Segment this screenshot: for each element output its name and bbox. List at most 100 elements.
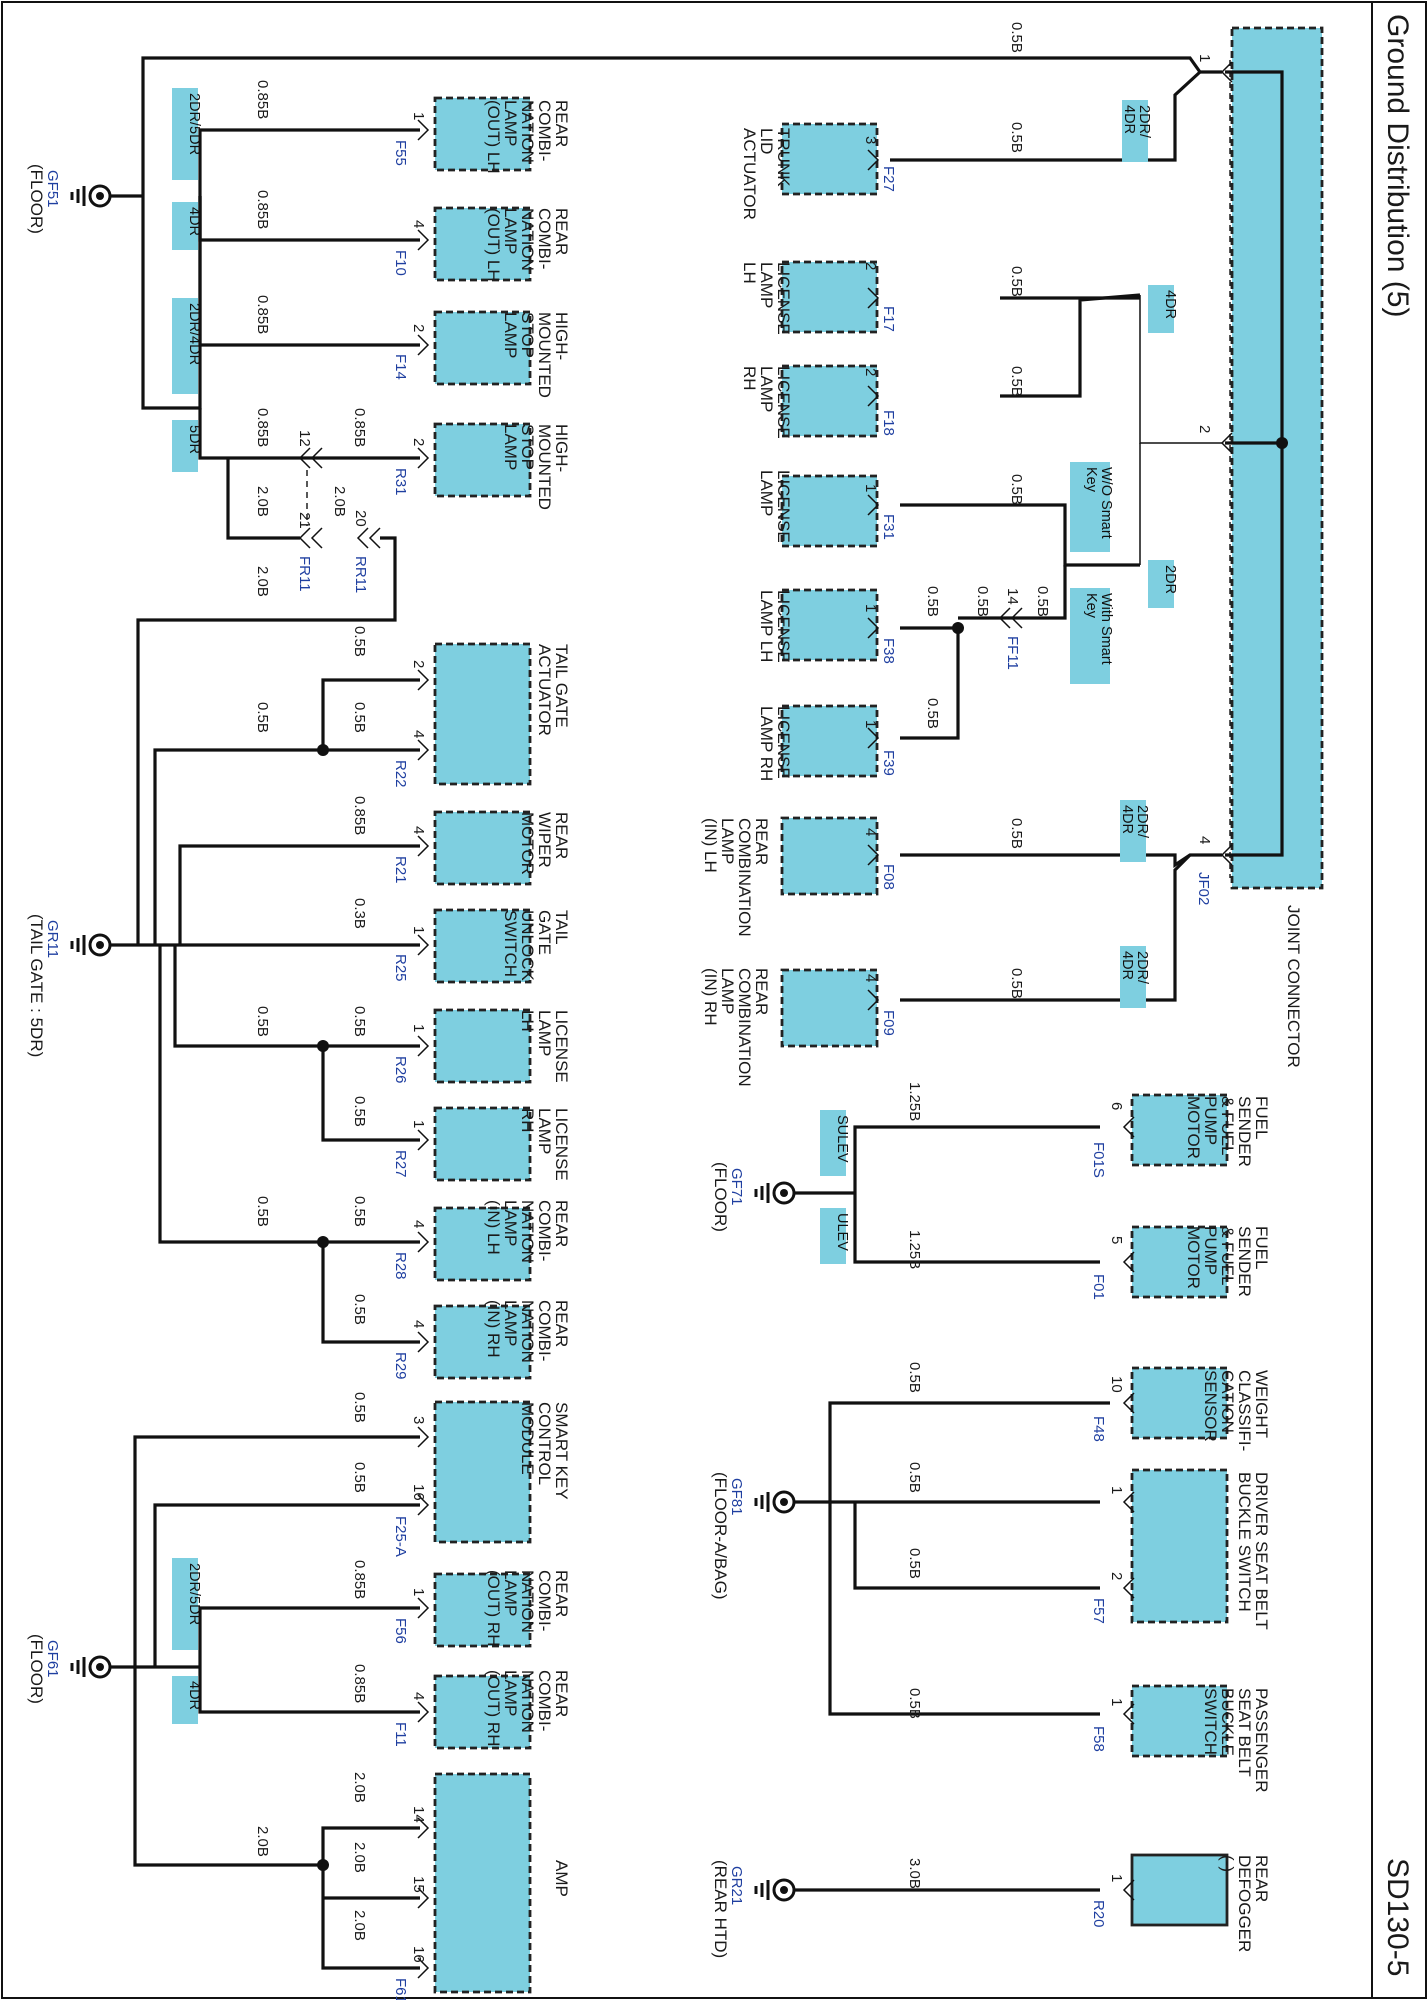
option-tag: 2DR/4DR [172, 298, 202, 394]
component-box [1130, 1093, 1229, 1167]
ground-symbol [70, 184, 112, 208]
svg-text:2DR/5DR: 2DR/5DR [186, 93, 202, 155]
svg-text:4DR: 4DR [186, 207, 202, 236]
inline-connector-pin: 14 [1004, 588, 1021, 605]
connector-id: R22 [392, 760, 409, 788]
pin-arrow [867, 385, 880, 407]
connector-id: F17 [880, 306, 897, 332]
connector-id: R20 [1090, 1900, 1107, 1928]
component-label-line: REAR [752, 818, 771, 865]
ground-symbol [70, 933, 112, 957]
component-label-line: NATION [518, 1670, 537, 1733]
component-label-line: REAR [552, 208, 571, 255]
wire-spec: 0.5B [351, 1006, 368, 1037]
component-box [780, 364, 879, 438]
ground-symbol [754, 1878, 796, 1902]
pin-number: 1 [410, 112, 427, 120]
option-tag: 2DR/4DR [1119, 946, 1150, 1008]
connector-id: F18 [880, 410, 897, 436]
pin-arrow [867, 727, 880, 749]
component-boxes [433, 96, 1229, 1994]
ground-symbols: GF51(FLOOR)GR11(TAIL GATE : 5DR)GF61(FLO… [27, 164, 796, 1958]
pin-arrow [417, 447, 430, 469]
option-tag: 4DR [172, 202, 202, 250]
pin-number: 1 [862, 484, 879, 492]
component-label-line: LAMP [501, 100, 520, 146]
ground-location: (FLOOR) [27, 1634, 46, 1704]
wire-spec: 0.85B [351, 408, 368, 447]
diagram-title: Ground Distribution (5) [1381, 14, 1414, 317]
connector-id: F61-A [392, 1978, 409, 2000]
component-box [433, 810, 532, 886]
wire-spec: 3.0B [906, 1858, 923, 1889]
wire-spec: 0.85B [254, 295, 271, 334]
wire-spec: 0.5B [1034, 586, 1051, 617]
component-label-line: AMP [552, 1860, 571, 1897]
pin-arrow [1122, 1392, 1135, 1414]
option-tag: 4DR [172, 1676, 202, 1724]
component-label-line: REAR [752, 968, 771, 1015]
option-tag: SULEV [820, 1110, 850, 1176]
connector-id: F14 [392, 354, 409, 380]
component-label-line: DRIVER SEAT BELT [1252, 1472, 1271, 1630]
svg-text:4DR: 4DR [186, 1681, 202, 1710]
component-label-line: LAMP [501, 208, 520, 254]
component-label-line: LICENSE [774, 706, 793, 779]
connector-id: F10 [392, 250, 409, 276]
wire-spec: 0.3B [351, 898, 368, 929]
pin-number: 2 [862, 262, 879, 270]
pin-number: 2 [410, 438, 427, 446]
svg-text:2DR/: 2DR/ [1134, 951, 1150, 985]
pin-arrow [1122, 1491, 1135, 1513]
inline-connector-pin: 20 [352, 510, 369, 527]
pin-arrow [1122, 1879, 1135, 1901]
wire-spec: 0.5B [351, 1294, 368, 1325]
component-label-line: (IN) RH [484, 1300, 503, 1358]
pin-number: 4 [862, 828, 879, 836]
component-label-line: DEFOGGER [1235, 1855, 1254, 1952]
connector-id: F27 [880, 166, 897, 192]
wire-spec: 0.5B [906, 1688, 923, 1719]
component-box [1130, 1684, 1229, 1758]
pin-arrow [867, 149, 880, 171]
svg-text:With Smart: With Smart [1098, 593, 1114, 665]
component-label-line: NATION [518, 208, 537, 271]
svg-text:2DR: 2DR [1162, 565, 1178, 594]
component-box [433, 1772, 532, 1994]
component-box [780, 816, 879, 896]
ground-symbol [754, 1181, 796, 1205]
pin-arrow [867, 844, 880, 866]
component-label-line: REAR [1252, 1855, 1271, 1902]
component-label-line: REAR [552, 100, 571, 147]
wire-spec: 0.5B [351, 1392, 368, 1423]
wire-spec: 0.85B [351, 1664, 368, 1703]
wire-spec: 0.5B [351, 626, 368, 657]
component-label-line: REAR [552, 1570, 571, 1617]
component-label-line: REAR [552, 812, 571, 859]
component-label-line: REAR [552, 1670, 571, 1717]
wire-spec: 0.85B [351, 1560, 368, 1599]
pin-number: 10 [1108, 1376, 1125, 1393]
pin-arrow [417, 1231, 430, 1253]
component-label-line: REAR [552, 1300, 571, 1347]
pin-number: 3 [862, 136, 879, 144]
wire-spec: 0.5B [351, 1462, 368, 1493]
component-box [433, 1008, 532, 1084]
pin-number: 1 [410, 926, 427, 934]
component-box [433, 1206, 532, 1282]
component-label-line: LICENSE [774, 470, 793, 543]
pin-arrow [417, 669, 430, 691]
component-label-line: PUMP [1201, 1226, 1220, 1275]
svg-text:5DR: 5DR [186, 425, 202, 454]
wire-spec: 0.5B [1008, 968, 1025, 999]
component-label-line: LAMP [501, 1300, 520, 1346]
option-tag: 2DR/4DR [1119, 800, 1150, 862]
pin-arrow [417, 1887, 430, 1909]
ground-location: (TAIL GATE : 5DR) [27, 914, 46, 1057]
pin-number: 1 [410, 1024, 427, 1032]
component-label-line: (IN) LH [484, 1200, 503, 1255]
component-label-line: GATE [535, 910, 554, 955]
wire-spec: 0.5B [1008, 366, 1025, 397]
